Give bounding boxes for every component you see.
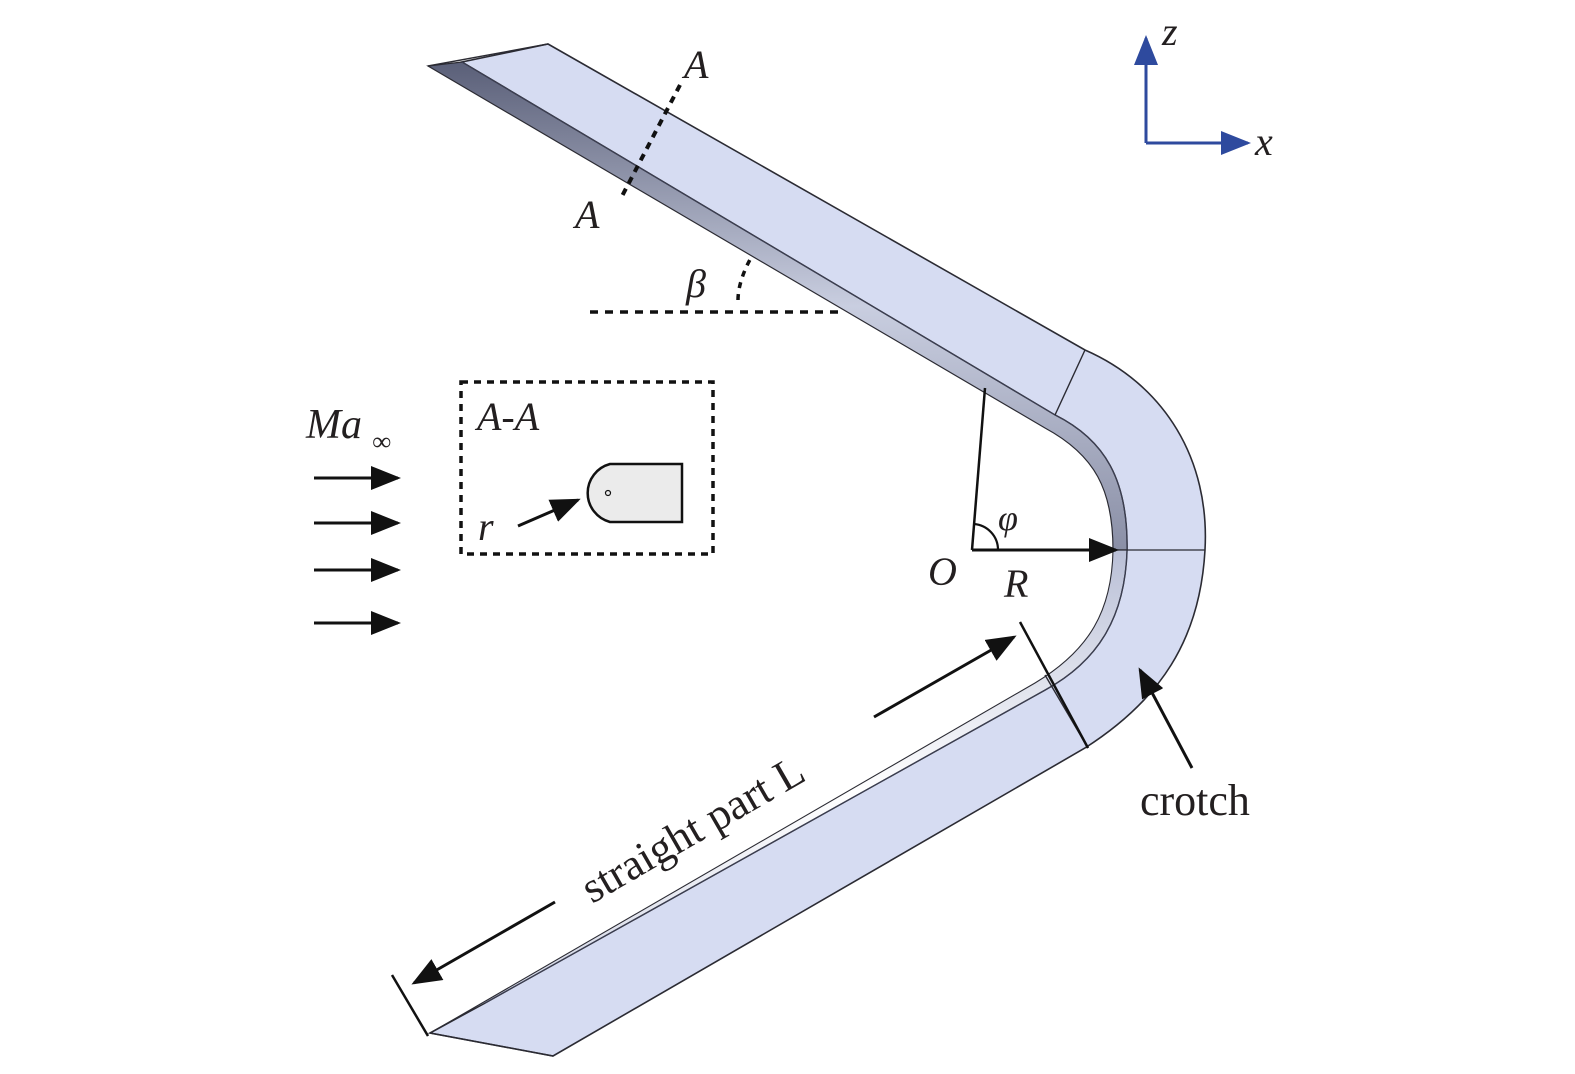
section-dashed-line xyxy=(618,84,682,201)
phi-arc xyxy=(973,522,1000,551)
bend-radius-label: R xyxy=(1003,561,1028,606)
crotch-annotation: crotch xyxy=(1138,667,1250,825)
dimension-tick-bottom xyxy=(390,974,430,1037)
coordinate-axes: z x xyxy=(1134,9,1273,164)
leading-edge-top xyxy=(426,61,1128,551)
section-inset: A-A r xyxy=(459,380,715,556)
mach-label-sub: ∞ xyxy=(373,427,392,456)
fin-top-tip xyxy=(427,43,549,67)
nose-radius-label: r xyxy=(478,504,494,549)
section-label-top: A xyxy=(681,42,709,87)
mach-label-main: Ma xyxy=(305,402,362,448)
dimension-tick-top xyxy=(1018,621,1090,749)
section-inset-title: A-A xyxy=(474,394,540,439)
bend-geometry: φ O R xyxy=(928,387,1119,606)
crotch-arrow xyxy=(1138,667,1194,769)
bend-center-label: O xyxy=(928,549,957,594)
dimension-arrow-upper xyxy=(873,635,1017,719)
section-inset-box xyxy=(459,380,715,556)
freestream-flow: Ma ∞ xyxy=(305,402,401,635)
crotch-partition-top xyxy=(1054,349,1086,416)
x-axis-label: x xyxy=(1254,119,1273,164)
fin-bottom-tip xyxy=(429,1032,554,1057)
dimension-arrow-lower xyxy=(411,900,556,985)
section-profile xyxy=(586,462,684,524)
sweep-angle: β xyxy=(590,255,840,314)
crotch-label: crotch xyxy=(1140,776,1250,825)
mach-label: Ma ∞ xyxy=(305,402,391,456)
beta-label: β xyxy=(685,261,706,306)
beta-arc xyxy=(736,255,754,301)
section-center-dot xyxy=(604,489,612,497)
nose-radius-arrow xyxy=(517,498,581,528)
straight-part-dimension: straight part L xyxy=(390,621,1090,1037)
section-label-bottom: A xyxy=(572,192,600,237)
section-cut-line: A A xyxy=(572,42,709,237)
z-axis-label: z xyxy=(1161,9,1178,54)
phi-label: φ xyxy=(998,498,1018,538)
fin-body xyxy=(426,43,1207,1057)
